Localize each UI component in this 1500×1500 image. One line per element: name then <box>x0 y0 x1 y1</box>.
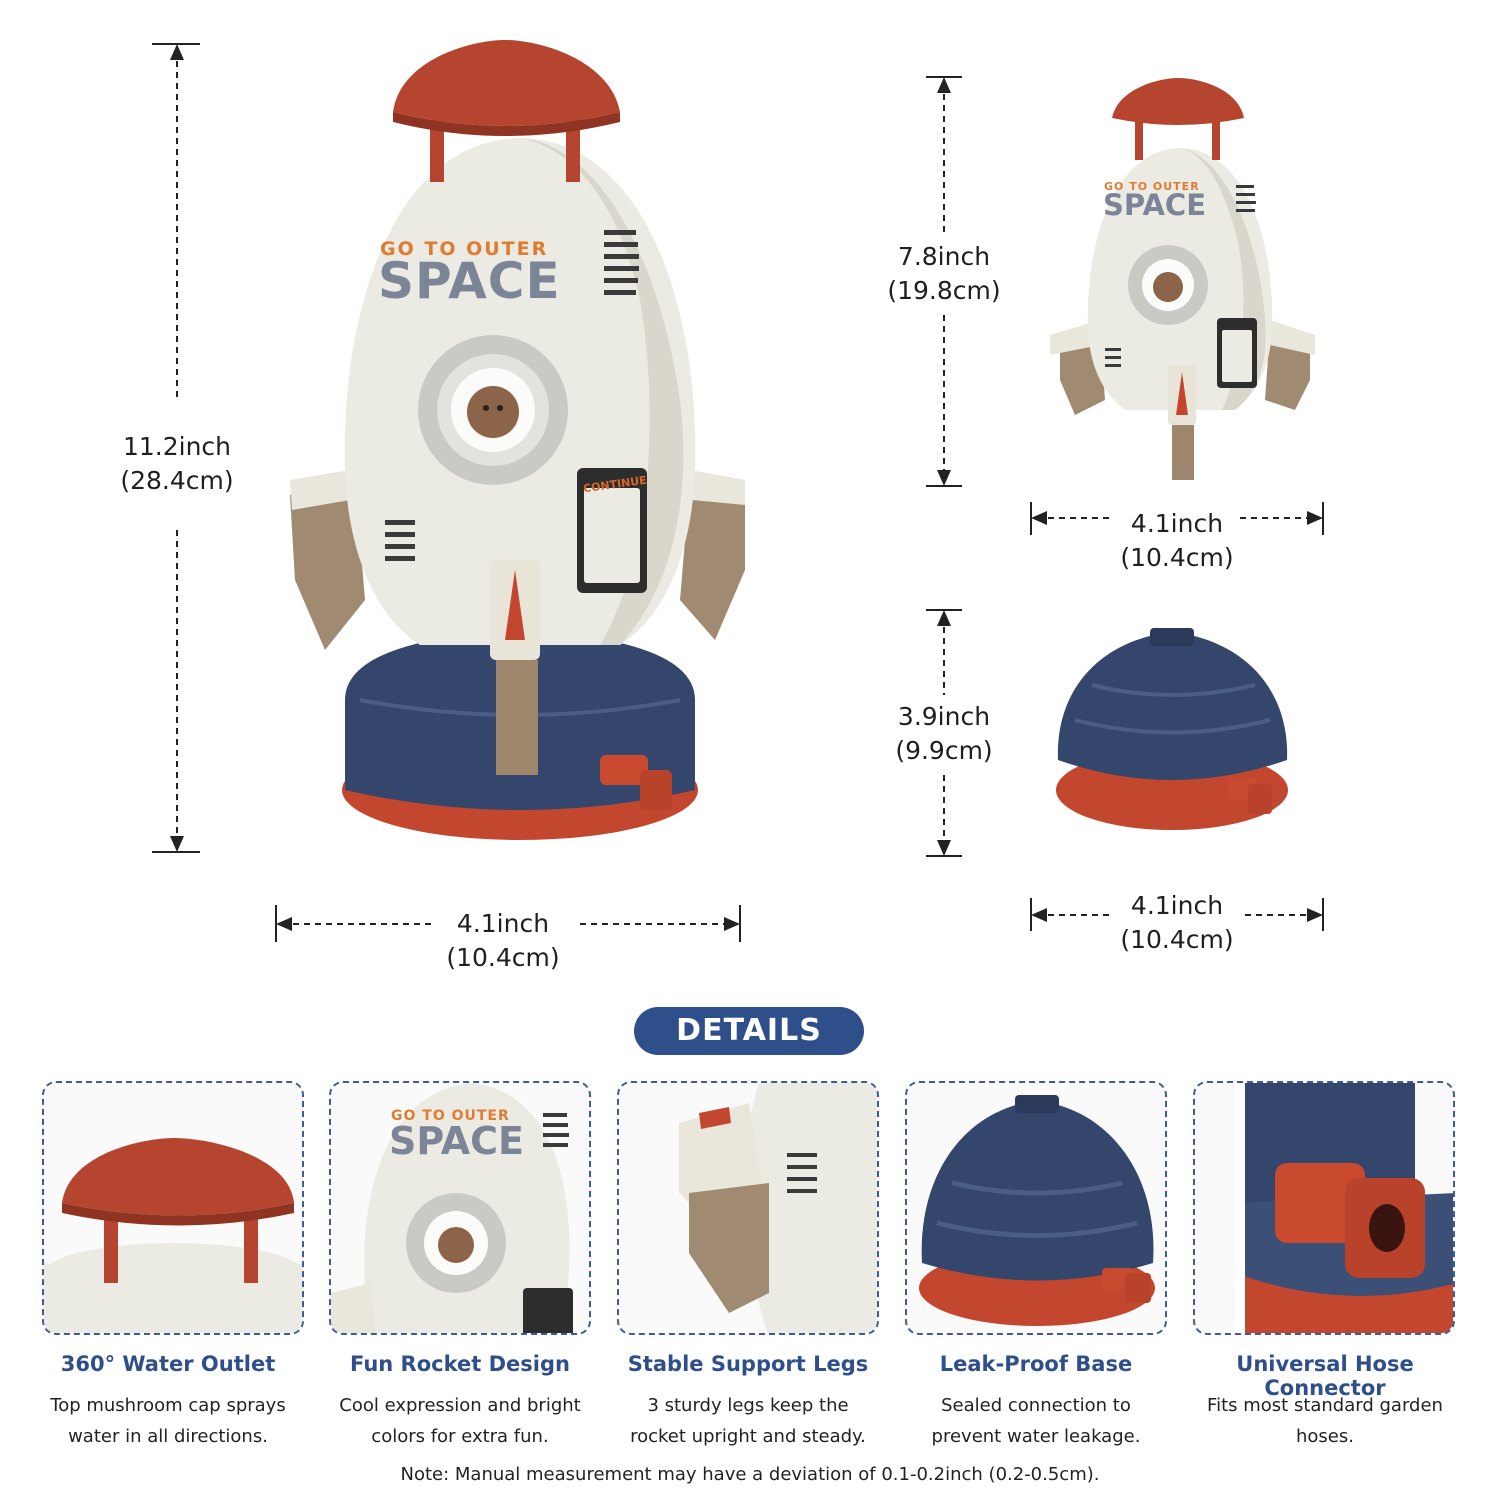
small-rocket-print-line2: SPACE <box>1103 188 1207 222</box>
main-height-cm: (28.4cm) <box>120 466 234 495</box>
feature-desc-support-legs: 3 sturdy legs keep the rocket upright an… <box>608 1390 888 1452</box>
rocket-print-line1: GO TO OUTER <box>380 238 549 260</box>
detail-card-water-outlet <box>42 1081 304 1335</box>
feature-desc-line: colors for extra fun. <box>371 1426 549 1447</box>
detail-card-hose-connector <box>1193 1081 1455 1335</box>
feature-title-water-outlet: 360° Water Outlet <box>60 1352 276 1376</box>
feature-title-hose-connector: Universal Hose Connector <box>1236 1352 1414 1400</box>
feature-desc-line: Cool expression and bright <box>339 1395 581 1416</box>
cap-closeup-illustration <box>44 1138 302 1333</box>
details-heading: DETAILS <box>634 1007 864 1055</box>
feature-title-rocket-design: Fun Rocket Design <box>350 1352 570 1376</box>
base-width-cm: (10.4cm) <box>1120 925 1234 954</box>
main-width-label: 4.1inch (10.4cm) <box>423 907 583 975</box>
feature-desc-line: Fits most standard garden <box>1207 1395 1443 1416</box>
rocket-height-label: 7.8inch (19.8cm) <box>864 240 1024 308</box>
feature-desc-line: prevent water leakage. <box>931 1426 1141 1447</box>
rocket-closeup-illustration <box>331 1083 573 1333</box>
main-height-label: 11.2inch (28.4cm) <box>97 430 257 498</box>
feature-desc-line: Sealed connection to <box>941 1395 1131 1416</box>
rocket-width-inch: 4.1inch <box>1130 509 1224 538</box>
base-height-label: 3.9inch (9.9cm) <box>864 700 1024 768</box>
base-width-inch: 4.1inch <box>1130 891 1224 920</box>
rocket-height-cm: (19.8cm) <box>887 276 1001 305</box>
rocket-height-inch: 7.8inch <box>897 242 991 271</box>
feature-desc-line: rocket upright and steady. <box>630 1426 866 1447</box>
legs-closeup-illustration <box>679 1083 877 1333</box>
feature-desc-line: water in all directions. <box>68 1426 268 1447</box>
feature-title-leak-proof-base: Leak-Proof Base <box>939 1352 1133 1376</box>
detail-card-rocket-design: GO TO OUTER SPACE <box>329 1081 591 1335</box>
feature-desc-line: hoses. <box>1296 1426 1354 1447</box>
feature-desc-hose-connector: Fits most standard garden hoses. <box>1185 1390 1465 1452</box>
base-width-label: 4.1inch (10.4cm) <box>1097 889 1257 957</box>
main-width-cm: (10.4cm) <box>446 943 560 972</box>
detail-card-support-legs <box>617 1081 879 1335</box>
connector-closeup-illustration <box>1235 1083 1453 1333</box>
rocket-print-line2: SPACE <box>378 252 561 310</box>
base-height-cm: (9.9cm) <box>895 736 993 765</box>
base-closeup-illustration <box>919 1095 1155 1326</box>
feature-desc-leak-proof-base: Sealed connection to prevent water leaka… <box>896 1390 1176 1452</box>
rocket-width-label: 4.1inch (10.4cm) <box>1097 507 1257 575</box>
small-rocket-print-line1: GO TO OUTER <box>1104 180 1200 193</box>
detail-card-leak-proof-base <box>905 1081 1167 1335</box>
main-height-inch: 11.2inch <box>122 432 232 461</box>
feature-desc-line: Top mushroom cap sprays <box>50 1395 286 1416</box>
measurement-note: Note: Manual measurement may have a devi… <box>400 1464 1100 1485</box>
base-height-inch: 3.9inch <box>897 702 991 731</box>
main-width-inch: 4.1inch <box>456 909 550 938</box>
feature-desc-water-outlet: Top mushroom cap sprays water in all dir… <box>28 1390 308 1452</box>
card-rocket-print-line1: GO TO OUTER <box>391 1108 510 1124</box>
rocket-width-cm: (10.4cm) <box>1120 543 1234 572</box>
feature-desc-rocket-design: Cool expression and bright colors for ex… <box>320 1390 600 1452</box>
card-rocket-print-line2: SPACE <box>389 1119 524 1163</box>
feature-title-support-legs: Stable Support Legs <box>627 1352 869 1376</box>
feature-desc-line: 3 sturdy legs keep the <box>647 1395 849 1416</box>
